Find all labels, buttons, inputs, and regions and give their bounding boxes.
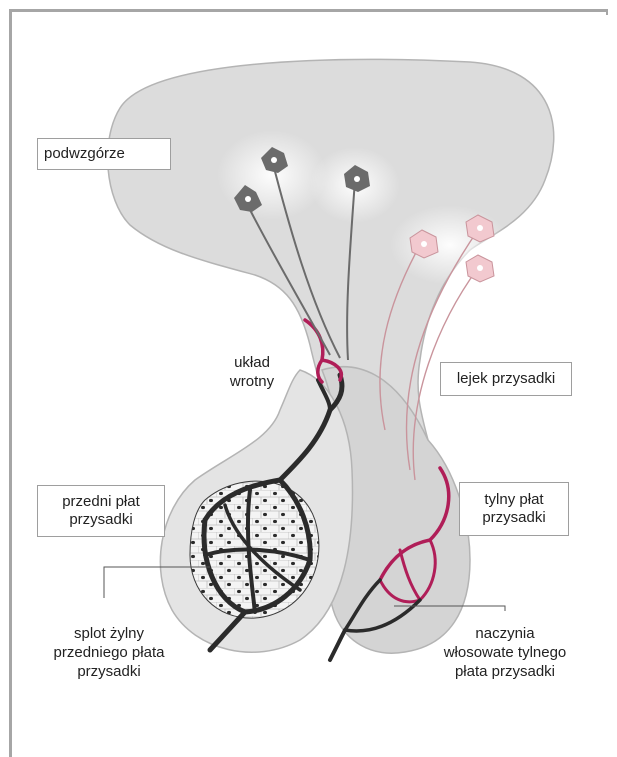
hypothalamus-label-text: podwzgórze	[44, 145, 125, 163]
infundibulum-label: lejek przysadki	[440, 362, 572, 396]
hypothalamus-label: podwzgórze	[37, 138, 171, 170]
venous-plexus-label: splot żylny przedniego płata przysadki	[34, 624, 184, 681]
anterior-lobe-label: przedni płat przysadki	[37, 485, 165, 537]
posterior-lobe-label: tylny płat przysadki	[459, 482, 569, 536]
posterior-lobe-label-text: tylny płat przysadki	[482, 491, 545, 527]
portal-system-label: układ wrotny	[218, 353, 286, 391]
neuron-glow	[217, 130, 327, 220]
infundibulum-label-text: lejek przysadki	[457, 370, 555, 388]
capillaries-label: naczynia włosowate tylnego płata przysad…	[425, 624, 585, 681]
anterior-lobe-label-text: przedni płat przysadki	[62, 493, 140, 529]
